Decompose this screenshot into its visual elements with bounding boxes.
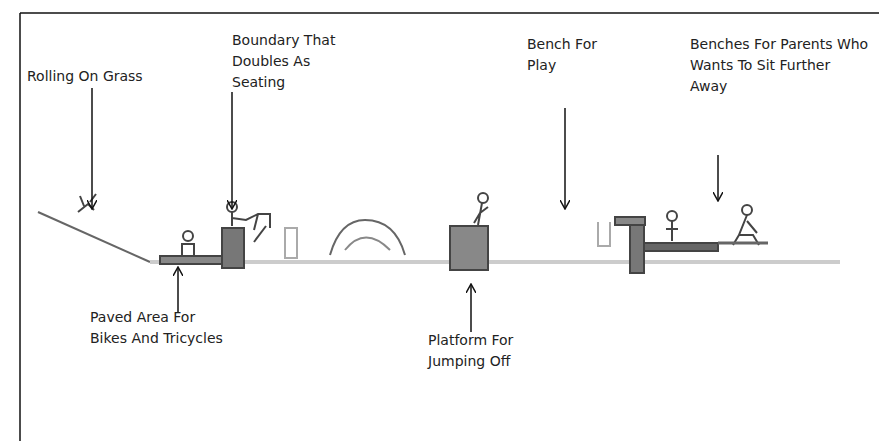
callout-label: Platform For Jumping Off [428, 330, 553, 372]
callout-label: Bench For Play [527, 34, 607, 76]
callout-label: Paved Area For Bikes And Tricycles [90, 307, 235, 349]
callout-label: Benches For Parents Who Wants To Sit Fur… [690, 34, 870, 97]
leader-arrows [92, 88, 718, 332]
frame [20, 13, 879, 441]
callout-label: Rolling On Grass [27, 66, 237, 87]
callout-label: Boundary That Doubles As Seating [232, 30, 350, 93]
sketch-elements [78, 193, 768, 273]
ground [38, 212, 840, 262]
